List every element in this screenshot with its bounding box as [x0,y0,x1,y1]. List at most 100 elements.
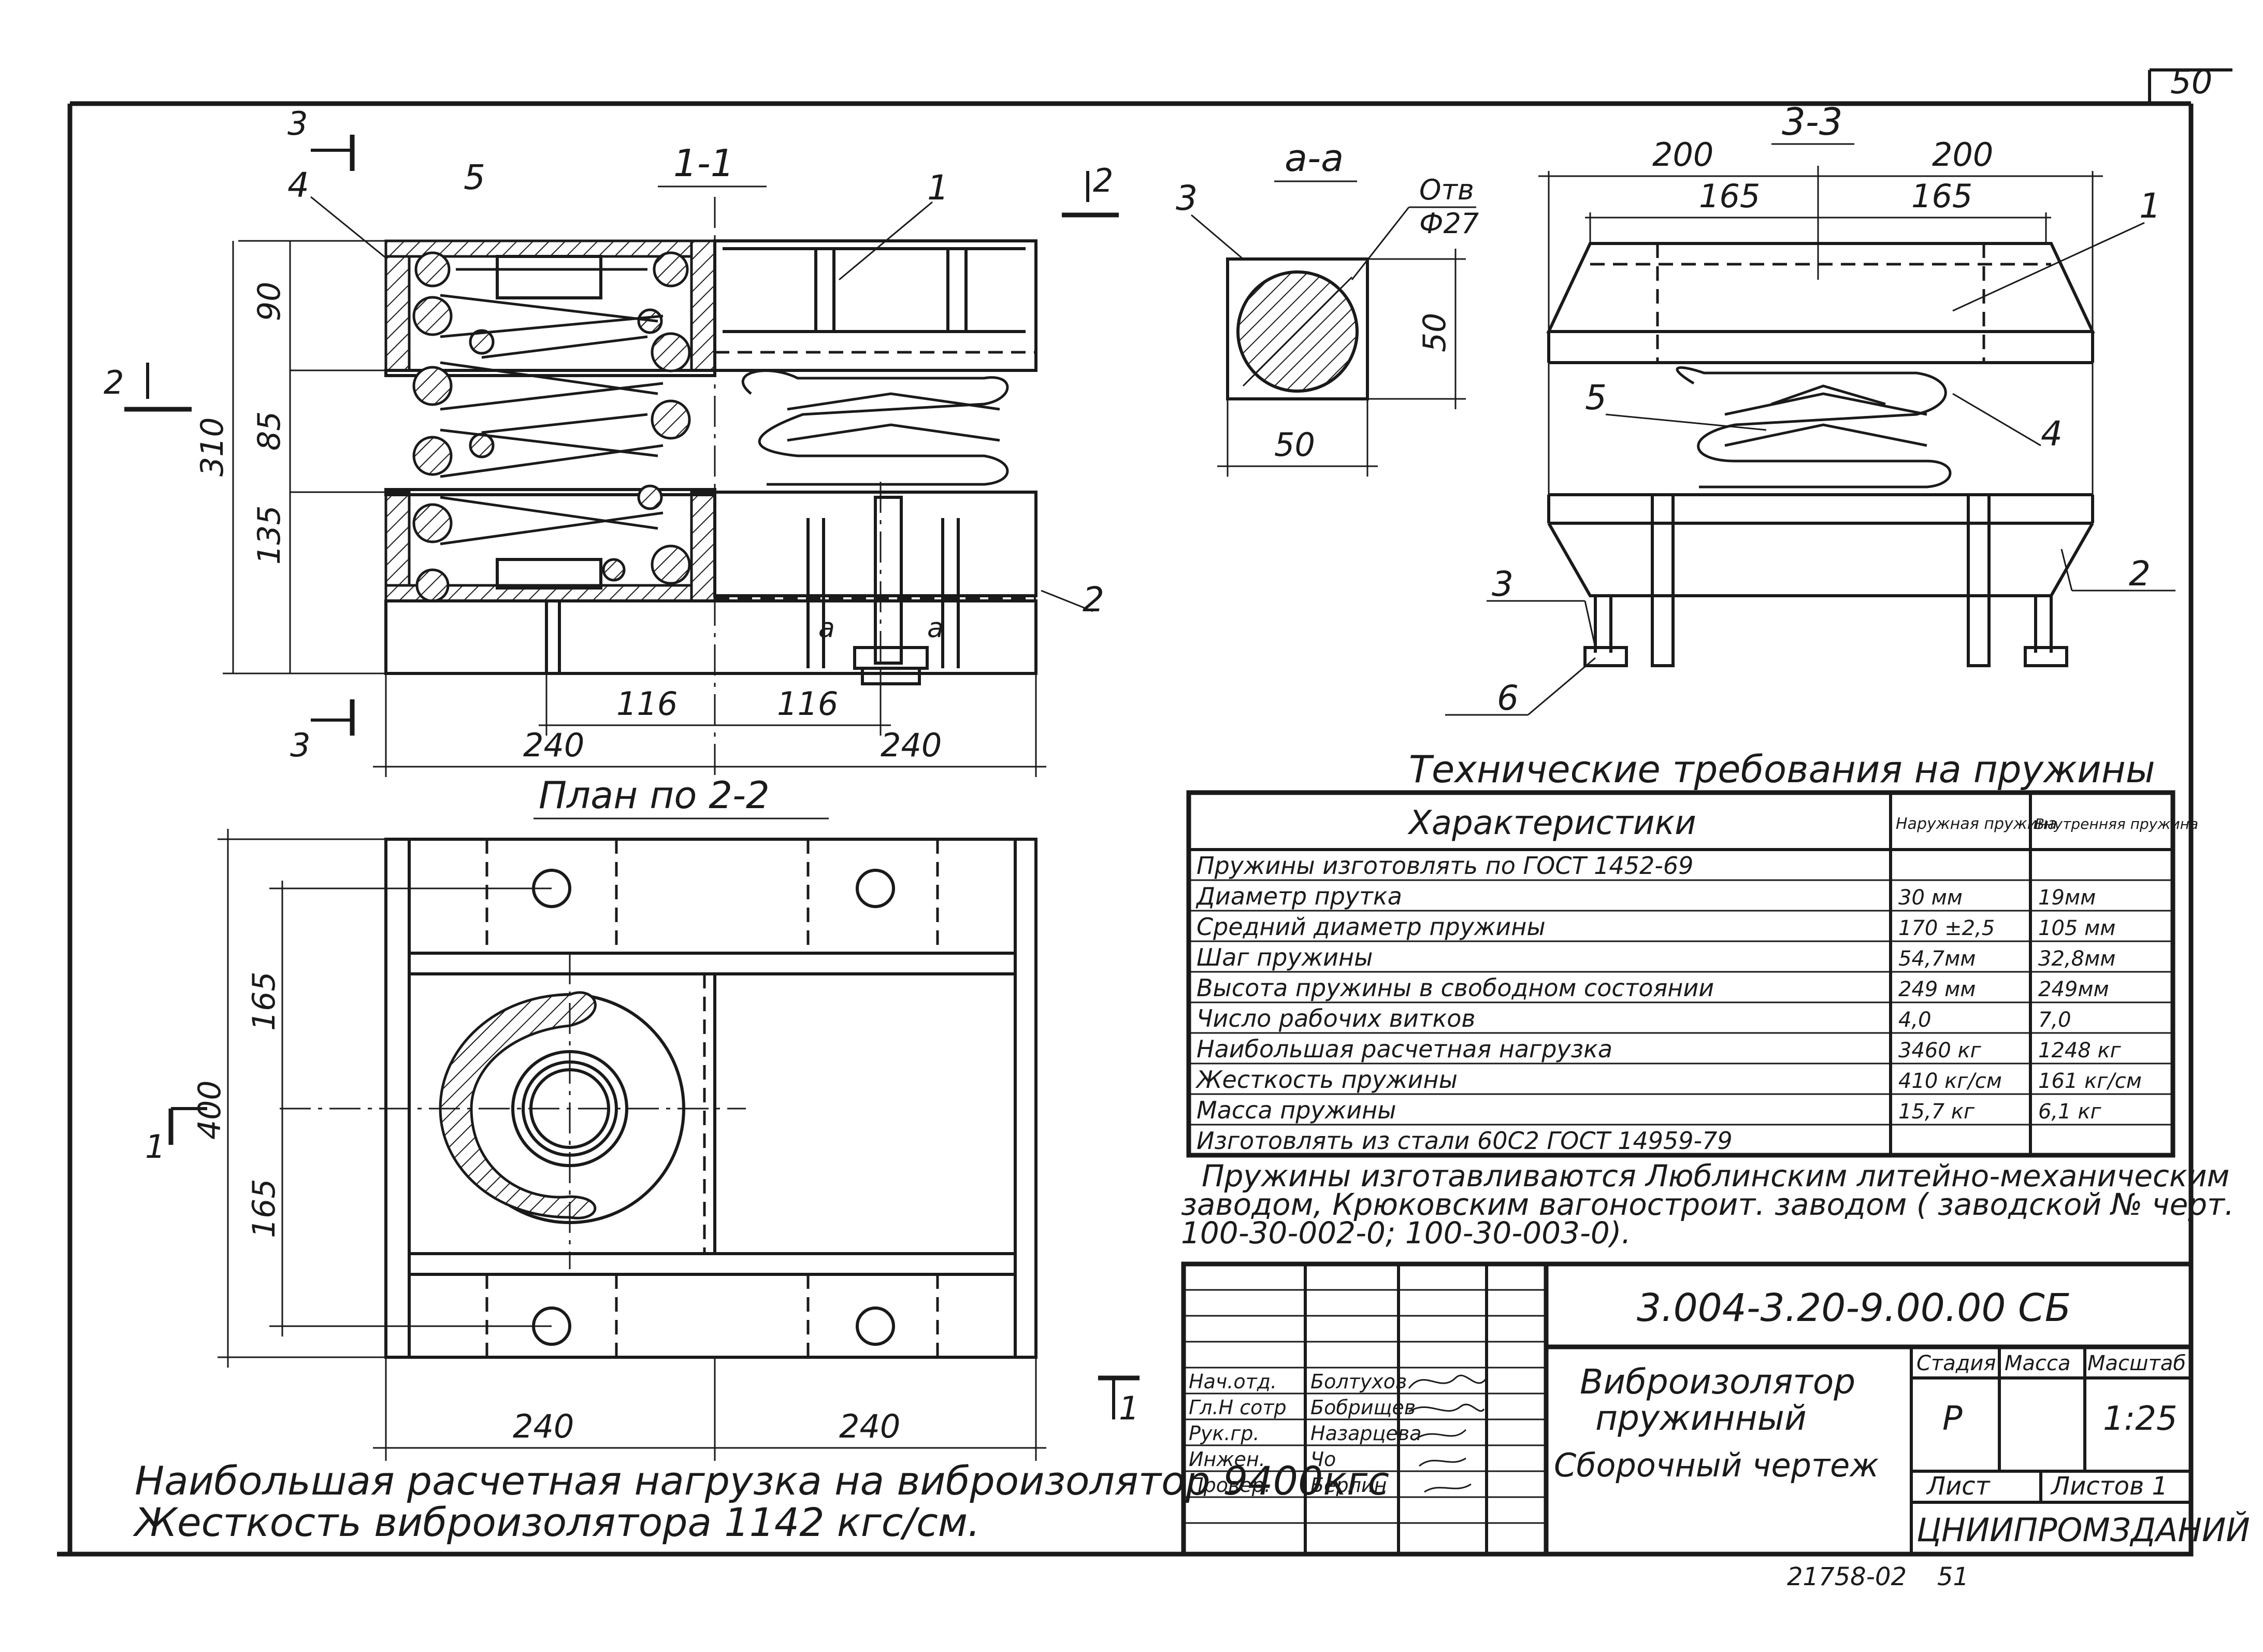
signature-5 [1424,1483,1472,1493]
dim-200-left: 200 [1652,136,1713,174]
stage-label: Стадия [1916,1352,1996,1375]
cut-mark-1-right: 1 [1119,1389,1139,1427]
tech-row-characteristic: Наибольшая расчетная нагрузка [1197,1035,1612,1063]
dim-165-left: 165 [1699,177,1760,215]
drawing-code: 3.004-3.20-9.00.00 СБ [1637,1286,2071,1330]
tech-row-inner-value: 1248 кг [2038,1039,2122,1062]
leader-3-33: 3 [1492,564,1514,604]
tech-row-outer-value: 4,0 [1898,1008,1932,1032]
dim-240-plan-left: 240 [513,1407,574,1445]
dim-50-vertical: 50 [1417,313,1453,352]
tech-requirements: Технические требования на пружины Пружин… [1186,748,2198,1158]
cut-mark-1-left: 1 [145,1128,165,1166]
leader-3-aa: 3 [1176,178,1198,218]
leader-4-33: 4 [2041,414,2063,454]
leader-4: 4 [287,165,309,205]
tech-row-characteristic: Изготовлять из стали 60С2 ГОСТ 14959-79 [1197,1127,1733,1155]
dim-165-top: 165 [246,971,282,1031]
load-note: Наибольшая расчетная нагрузка на виброиз… [133,1458,1389,1545]
cut-mark-3-bottom: 3 [290,726,310,764]
tech-row-inner-value: 6,1 кг [2038,1100,2101,1124]
sheets-label: Листов 1 [2050,1472,2168,1501]
name-2: Бобрищев [1310,1396,1416,1419]
detail-mark-a-left: a [818,613,835,644]
signature-4 [1419,1457,1466,1467]
dim-50-horizontal: 50 [1274,426,1315,464]
manufacturer-note-line-1: Пружины изготавливаются Люблинским литей… [1202,1158,2229,1194]
load-note-line-1: Наибольшая расчетная нагрузка на виброиз… [135,1458,1389,1504]
tech-row-inner-value: 32,8мм [2038,947,2115,971]
tech-header-inner: Внутренняя пружина [2035,815,2198,832]
role-5: Провер. [1189,1474,1271,1497]
dim-135: 135 [251,505,287,565]
section-a-a: a-a 3 Отв Ф27 50 50 [1176,136,1479,477]
leader-2-33: 2 [2129,554,2151,594]
tech-row-outer-value: 249 мм [1898,978,1976,1001]
cut-mark-2-left: 2 [104,364,124,401]
tech-row-outer-value: 15,7 кг [1898,1100,1975,1124]
sheet-number: 50 [2170,63,2212,102]
leader-5: 5 [464,157,485,197]
plan-2-2: План по 2-2 1 1 [145,773,1140,1461]
name-5: Берлин [1310,1474,1387,1497]
dim-165-bottom: 165 [246,1179,282,1238]
tech-row-characteristic: Пружины изготовлять по ГОСТ 1452-69 [1197,852,1693,880]
tech-row-outer-value: 170 ±2,5 [1898,916,1995,940]
section-1-1: 1-1 3 3 2 2 4 5 1 2 [104,105,1119,777]
plan-title: План по 2-2 [539,773,770,817]
section-3-3: 3-3 200 200 165 165 [1445,100,2175,718]
role-4: Инжен. [1189,1448,1265,1471]
dim-240-plan-right: 240 [839,1407,900,1445]
tech-row-characteristic: Масса пружины [1197,1096,1396,1124]
role-3: Рук.гр. [1189,1422,1260,1445]
section-3-3-title: 3-3 [1782,100,1843,143]
tech-row-characteristic: Жесткость пружины [1195,1066,1458,1094]
tech-req-title: Технические требования на пружины [1409,748,2155,791]
tech-row-outer-value: 54,7мм [1898,947,1976,971]
name-4: Чо [1310,1448,1336,1471]
dim-240-left: 240 [523,726,584,764]
dim-165-right: 165 [1911,177,1972,215]
organization: ЦНИИПРОМЗДАНИЙ [1916,1511,2250,1549]
title-name-line-3: Сборочный чертеж [1554,1446,1879,1484]
dim-116-left: 116 [616,685,678,723]
tech-row-characteristic: Средний диаметр пружины [1197,913,1546,941]
archive-number: 21758-02 [1787,1562,1907,1591]
title-block: 3.004-3.20-9.00.00 СБ Виброизолятор пруж… [1181,1261,2250,1557]
tech-row-outer-value: 410 кг/см [1898,1069,2002,1093]
stage-value: Р [1942,1400,1963,1438]
dim-90: 90 [251,282,287,321]
tech-row-inner-value: 105 мм [2038,916,2115,940]
name-1: Болтухов [1310,1370,1407,1393]
scale-label: Масштаб [2087,1352,2186,1375]
sheet-label: Лист [1926,1472,1991,1501]
leader-6-33: 6 [1497,678,1519,718]
role-1: Нач.отд. [1189,1370,1277,1393]
signature-2 [1408,1403,1485,1413]
hole-note: Отв [1419,174,1474,206]
leader-2: 2 [1083,580,1104,620]
tech-row-inner-value: 19мм [2038,886,2096,910]
dim-240-right: 240 [881,726,942,764]
tech-row-outer-value: 30 мм [1898,886,1963,910]
title-name-line-2: пружинный [1595,1398,1807,1438]
section-a-a-title: a-a [1285,136,1344,180]
leader-5-33: 5 [1585,378,1607,418]
dim-310: 310 [194,417,230,477]
tech-row-characteristic: Диаметр прутка [1195,882,1402,910]
title-name-line-1: Виброизолятор [1580,1362,1855,1402]
tech-row-inner-value: 161 кг/см [2038,1069,2142,1093]
page-number: 51 [1937,1562,1969,1591]
tech-row-outer-value: 3460 кг [1898,1039,1982,1062]
tech-header-characteristics: Характеристики [1407,804,1696,842]
sheet-frame [57,68,2232,1557]
section-1-1-title: 1-1 [673,141,734,185]
tech-row-characteristic: Высота пружины в свободном состоянии [1197,974,1714,1002]
manufacturer-note: Пружины изготавливаются Люблинским литей… [1181,1158,2234,1251]
manufacturer-note-line-3: 100-30-002-0; 100-30-003-0). [1181,1215,1631,1251]
tech-row-inner-value: 7,0 [2038,1008,2071,1032]
dim-85: 85 [251,411,287,451]
tech-row-inner-value: 249мм [2038,978,2109,1001]
dim-400: 400 [192,1080,228,1140]
